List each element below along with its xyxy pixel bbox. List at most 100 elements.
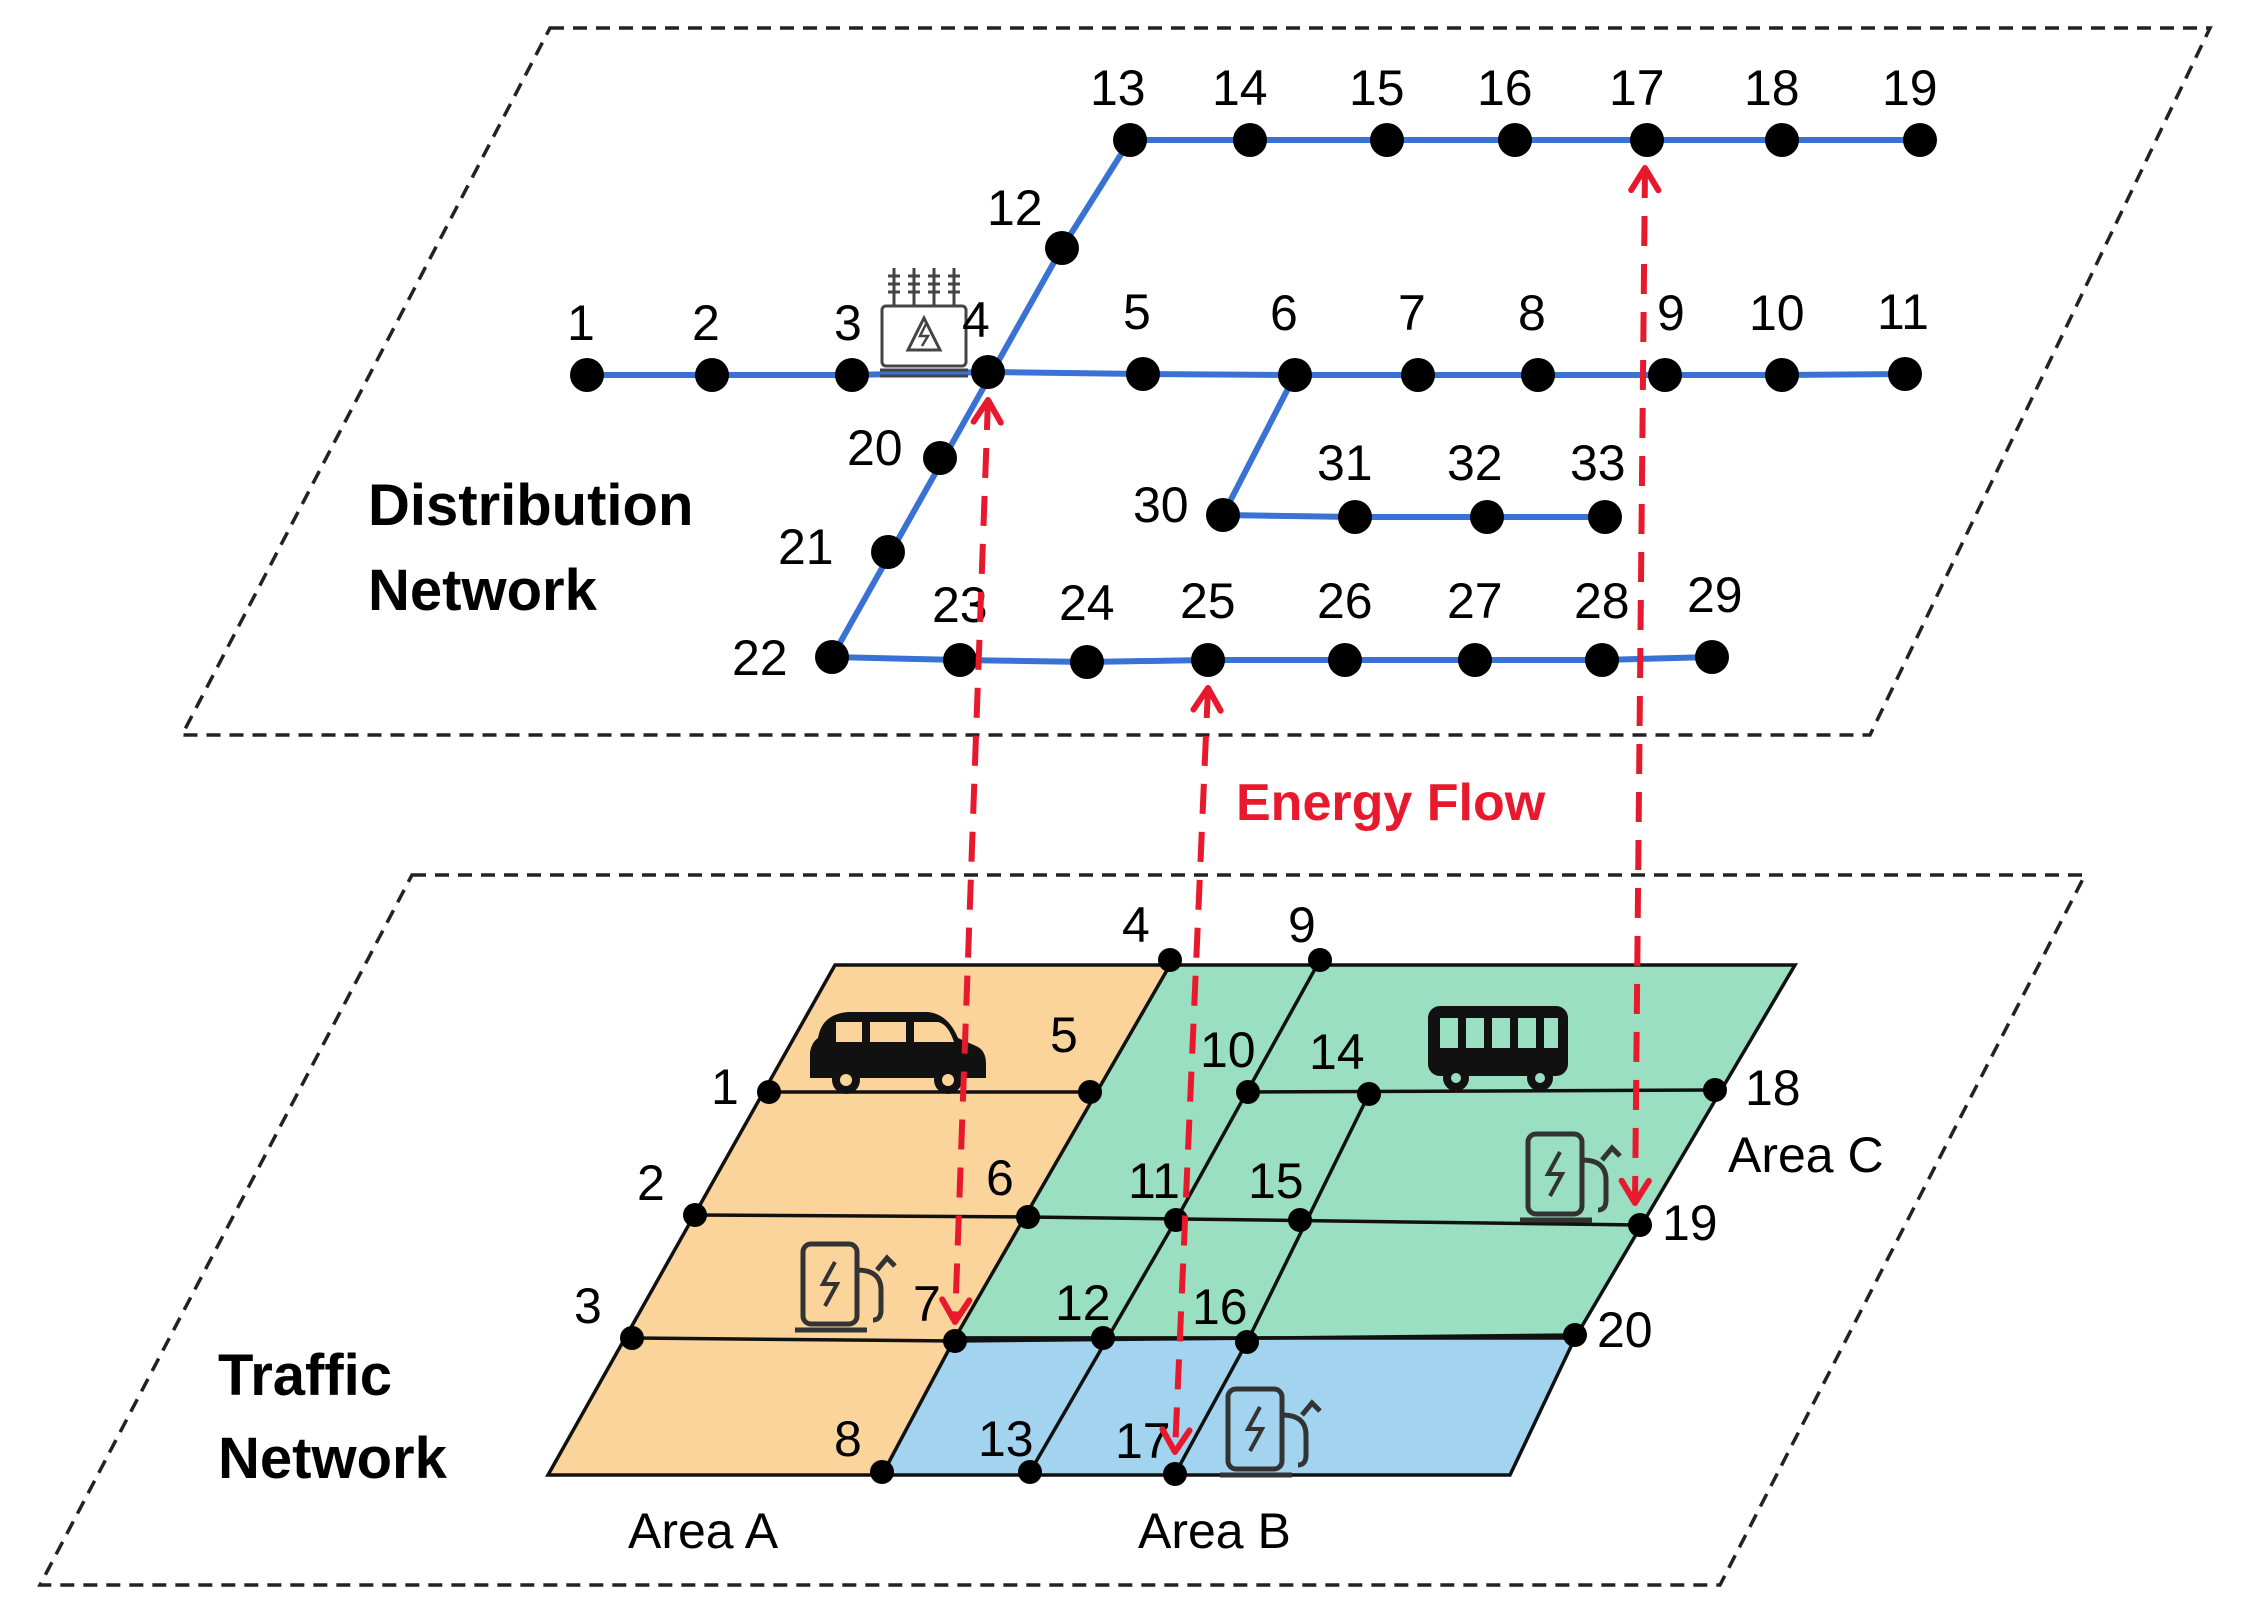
energy-flow-arrowhead	[1628, 165, 1662, 194]
traffic-node	[683, 1203, 707, 1227]
distribution-node	[1278, 358, 1312, 392]
distribution-node	[1370, 123, 1404, 157]
traffic-road	[1027, 1215, 1641, 1227]
area-a-label: Area A	[628, 1503, 779, 1559]
distribution-node-label: 20	[847, 420, 903, 476]
traffic-title-line1: Traffic	[218, 1343, 392, 1408]
distribution-node	[1070, 645, 1104, 679]
distribution-node	[1498, 123, 1532, 157]
distribution-node-label: 19	[1882, 60, 1938, 116]
distribution-node-label: 10	[1749, 285, 1805, 341]
distribution-node-label: 12	[987, 180, 1043, 236]
traffic-node	[1236, 1080, 1260, 1104]
distribution-line	[1140, 371, 1298, 378]
energy-flow-line	[1172, 687, 1211, 1453]
distribution-node	[570, 358, 604, 392]
distribution-node	[695, 358, 729, 392]
distribution-node	[1765, 123, 1799, 157]
van-icon	[810, 1012, 986, 1094]
distribution-line	[1220, 512, 1358, 520]
traffic-node-label: 7	[913, 1276, 941, 1332]
distribution-node-label: 22	[732, 630, 788, 686]
traffic-node-label: 2	[637, 1155, 665, 1211]
distribution-node	[1585, 643, 1619, 677]
traffic-road	[694, 1213, 1029, 1219]
distribution-node-label: 9	[1657, 285, 1685, 341]
distribution-node-label: 13	[1090, 60, 1146, 116]
traffic-node-label: 19	[1662, 1195, 1718, 1251]
traffic-node	[1158, 948, 1182, 972]
distribution-node-label: 3	[834, 295, 862, 351]
traffic-node-label: 3	[574, 1278, 602, 1334]
charging-station-icon	[1520, 1131, 1622, 1223]
traffic-road	[954, 1333, 1576, 1343]
traffic-node-label: 12	[1055, 1275, 1111, 1331]
distribution-node	[1338, 500, 1372, 534]
traffic-node-label: 1	[711, 1059, 739, 1115]
traffic-node	[757, 1080, 781, 1104]
traffic-road	[1173, 1341, 1249, 1475]
transformer-icon	[880, 268, 968, 378]
traffic-node-label: 13	[978, 1411, 1034, 1467]
distribution-node	[1045, 231, 1079, 265]
distribution-node	[1648, 358, 1682, 392]
distribution-nodes	[570, 123, 1937, 679]
distribution-node-label: 2	[692, 295, 720, 351]
traffic-plane	[37, 873, 2088, 1587]
traffic-title-line2: Network	[218, 1426, 448, 1491]
traffic-node	[943, 1329, 967, 1353]
distribution-line	[849, 369, 991, 378]
energy-flow-line	[952, 399, 991, 1323]
traffic-node-label: 6	[986, 1150, 1014, 1206]
area-b-label: Area B	[1138, 1503, 1291, 1559]
distribution-node	[1126, 357, 1160, 391]
distribution-node-label: 16	[1477, 60, 1533, 116]
distribution-node-label: 30	[1133, 477, 1189, 533]
distribution-node	[1630, 123, 1664, 157]
traffic-node	[1288, 1208, 1312, 1232]
distribution-node-label: 7	[1398, 285, 1426, 341]
traffic-node-label: 8	[834, 1411, 862, 1467]
traffic-node	[1091, 1326, 1115, 1350]
traffic-node-label: 14	[1309, 1024, 1365, 1080]
distribution-node	[923, 441, 957, 475]
distribution-node-label: 8	[1518, 285, 1546, 341]
traffic-node-label: 9	[1288, 897, 1316, 953]
distribution-node	[943, 643, 977, 677]
distribution-node-label: 21	[778, 519, 834, 575]
distribution-node-label: 29	[1687, 567, 1743, 623]
traffic-node-label: 11	[1128, 1153, 1180, 1209]
distribution-node-label: 27	[1447, 573, 1503, 629]
distribution-title-line2: Network	[368, 558, 598, 623]
distribution-node	[1695, 640, 1729, 674]
traffic-node	[1628, 1213, 1652, 1237]
traffic-node	[1018, 1460, 1042, 1484]
distribution-node-label: 18	[1744, 60, 1800, 116]
traffic-node	[1235, 1330, 1259, 1354]
distribution-lines	[584, 137, 1923, 665]
distribution-plane	[179, 26, 2213, 737]
distribution-line	[1059, 137, 1133, 251]
traffic-node-label: 10	[1200, 1022, 1256, 1078]
distribution-node	[1588, 500, 1622, 534]
distribution-node-label: 17	[1609, 60, 1665, 116]
distribution-node-label: 32	[1447, 435, 1503, 491]
distribution-node-label: 25	[1180, 573, 1236, 629]
distribution-node-label: 6	[1270, 285, 1298, 341]
distribution-node	[1328, 643, 1362, 677]
traffic-node	[1163, 1462, 1187, 1486]
distribution-node	[1888, 357, 1922, 391]
traffic-node-label: 18	[1745, 1060, 1801, 1116]
traffic-node-label: 4	[1122, 897, 1150, 953]
distribution-node	[1521, 358, 1555, 392]
distribution-node-label: 4	[962, 292, 990, 348]
area-c-label: Area C	[1728, 1127, 1884, 1183]
charging-station-icon	[795, 1241, 897, 1333]
energy-flow-arrows	[939, 165, 1662, 1455]
distribution-line	[1779, 371, 1908, 378]
traffic-node	[1703, 1078, 1727, 1102]
traffic-node-label: 15	[1248, 1153, 1304, 1209]
